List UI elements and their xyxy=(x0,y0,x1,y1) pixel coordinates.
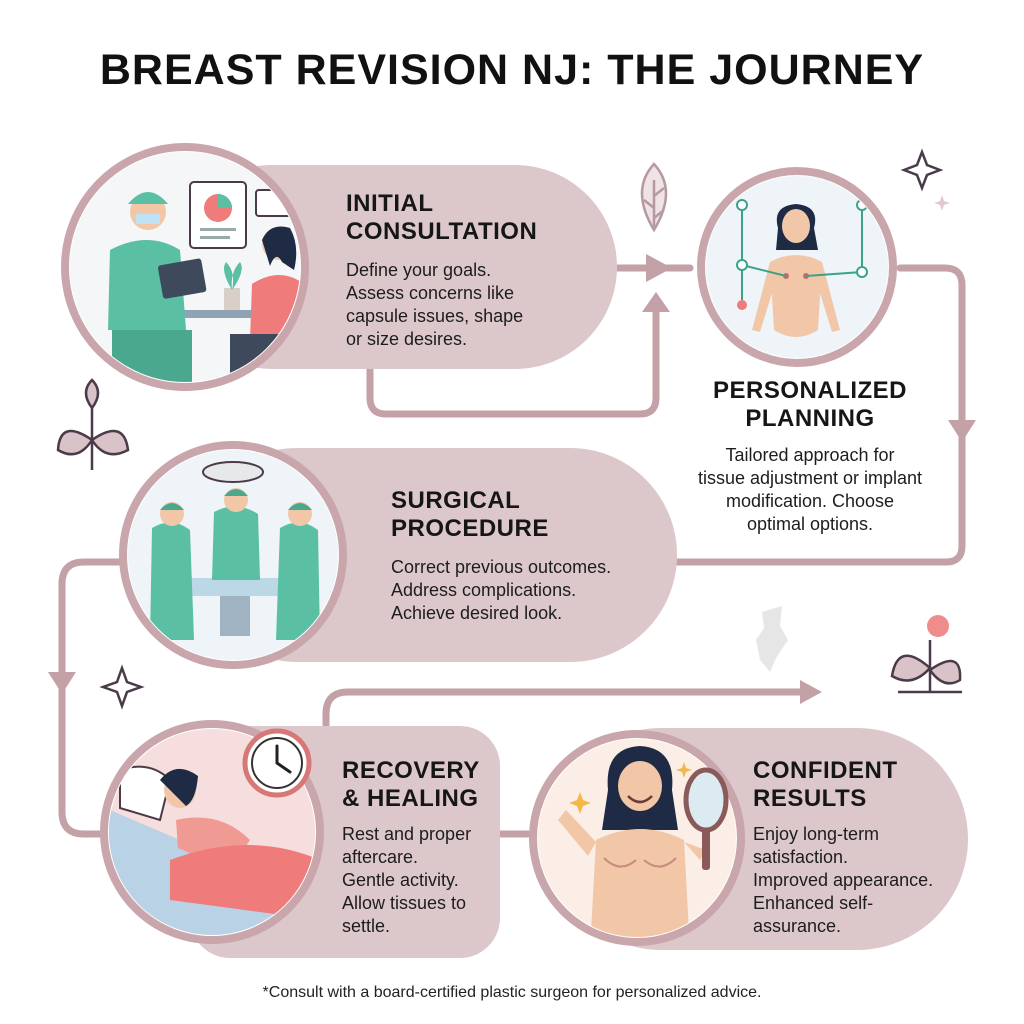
connector-2-to-3 xyxy=(656,264,966,566)
arrow-up-icon xyxy=(642,292,670,312)
step-description-recovery: Rest and proper aftercare. Gentle activi… xyxy=(342,824,472,936)
step-title-surgical: SURGICAL PROCEDURE xyxy=(391,487,549,542)
illustration-planning xyxy=(697,167,897,367)
page-title: BREAST REVISION NJ: THE JOURNEY xyxy=(99,46,925,94)
clock-icon xyxy=(242,728,312,798)
arrow-down-icon xyxy=(48,672,76,694)
connector-4-to-5 xyxy=(322,688,816,729)
flower-icon xyxy=(890,615,962,694)
illustration-consultation xyxy=(61,143,309,391)
arrowheads xyxy=(48,254,976,704)
illustration-surgical xyxy=(119,441,347,669)
mirror-icon xyxy=(683,767,729,870)
arrow-right-icon xyxy=(800,680,822,704)
illustration-results xyxy=(529,730,745,946)
step-title-results: CONFIDENT RESULTS xyxy=(753,757,898,812)
sprig-icon xyxy=(56,378,130,470)
sparkle-icon xyxy=(934,195,950,211)
sparkle-icon xyxy=(99,664,145,710)
connector-return-loop xyxy=(366,306,660,418)
step-title-recovery: RECOVERY & HEALING xyxy=(342,757,480,812)
arrow-down-icon xyxy=(948,420,976,442)
illustration-recovery xyxy=(100,720,324,944)
nj-map-icon xyxy=(756,606,788,672)
sparkle-icon xyxy=(900,148,944,192)
connector-3-to-4 xyxy=(58,558,124,838)
footnote: *Consult with a board-certified plastic … xyxy=(262,984,762,1001)
arrow-right-icon xyxy=(646,254,672,282)
step-description-results: Enjoy long-term satisfaction. Improved a… xyxy=(753,824,934,936)
step-description-consultation: Define your goals. Assess concerns like … xyxy=(346,260,524,349)
step-title-consultation: INITIAL CONSULTATION xyxy=(346,190,538,245)
step-description-planning: Tailored approach for tissue adjustment … xyxy=(697,445,923,534)
step-description-surgical: Correct previous outcomes. Address compl… xyxy=(391,557,612,623)
decorations xyxy=(56,148,962,710)
step-title-planning: PERSONALIZED PLANNING xyxy=(712,377,907,432)
leaf-icon xyxy=(640,162,668,233)
flow-connectors xyxy=(58,264,966,838)
